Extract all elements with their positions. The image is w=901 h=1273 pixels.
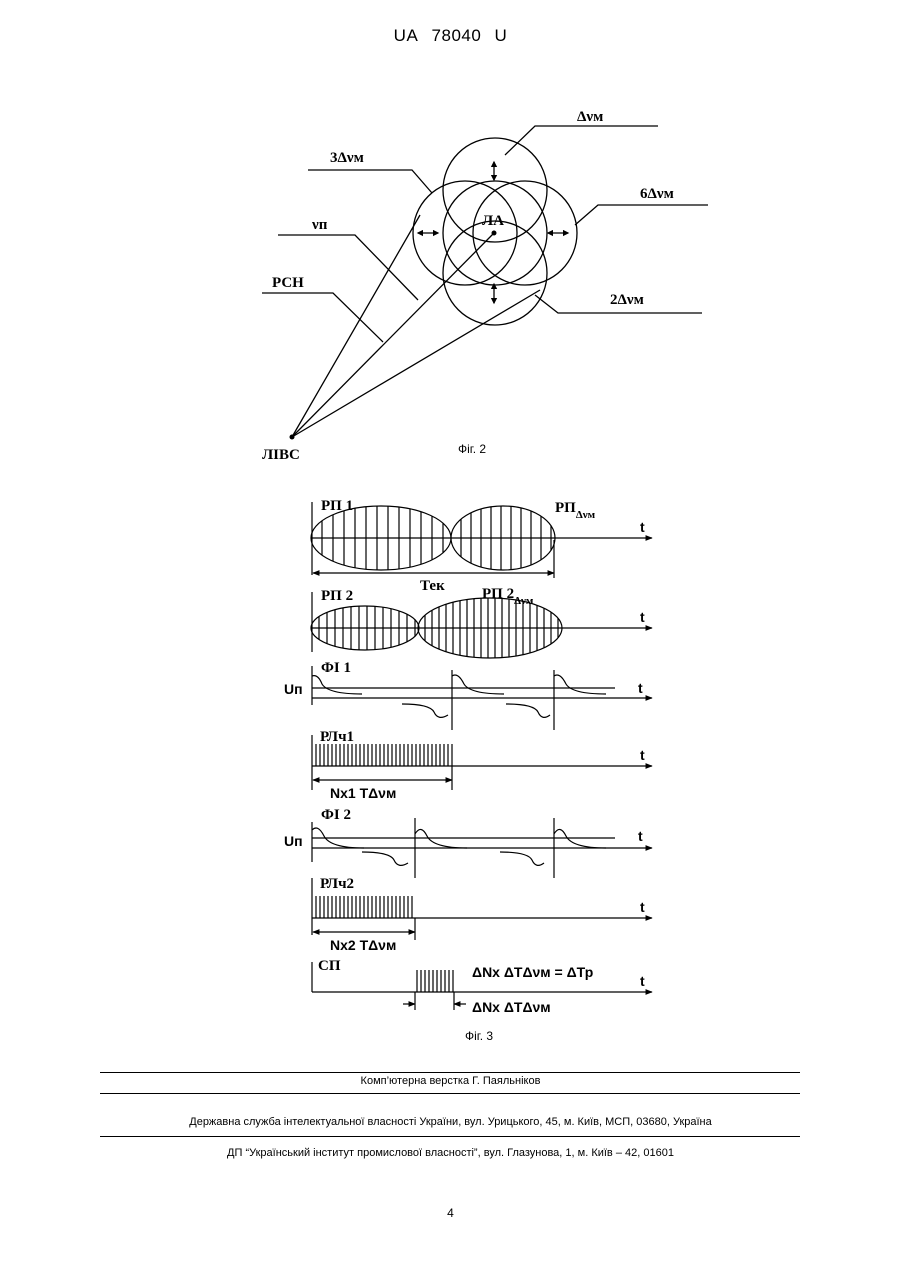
sp-pulses [417, 970, 453, 992]
rp2-label: РП 2 [321, 588, 353, 604]
footer-layout: Комп’ютерна верстка Г. Паяльніков [0, 1075, 901, 1087]
t-label-4: t [640, 747, 645, 763]
footer-institute: ДП “Український інститут промислової вла… [0, 1147, 901, 1159]
rp2-sub-label: РП 2Δνм [482, 586, 534, 607]
rp1-sub-label: РПΔνм [555, 500, 596, 521]
sp-label: СП [318, 958, 341, 974]
footer-rule-1 [100, 1072, 800, 1073]
t-label-1: t [640, 519, 645, 535]
t-label-2: t [640, 609, 645, 625]
rp1-label: РП 1 [321, 498, 353, 514]
fig3-caption: Фіг. 3 [465, 1029, 493, 1043]
t-label-5: t [638, 828, 643, 844]
t-label-7: t [640, 973, 645, 989]
fi2-label: ФІ 2 [321, 807, 351, 823]
page-number: 4 [0, 1206, 901, 1220]
rlch1-span-label: Nх1 ТΔνм [330, 785, 396, 801]
fi1-un-label: Uп [284, 681, 303, 697]
rlch2-span-label: Nх2 ТΔνм [330, 937, 396, 953]
footer-rule-2 [100, 1093, 800, 1094]
rlch1-label: РЛч1 [320, 729, 354, 745]
fi1-label: ФІ 1 [321, 660, 351, 676]
sp-span-label: ΔNх ΔТΔνм [472, 999, 551, 1015]
rp1-period-label: Тек [420, 578, 445, 594]
rlch2-pulses [316, 896, 412, 918]
sp-equation: ΔNх ΔТΔνм = ΔТр [472, 964, 593, 980]
rlch1-pulses [316, 744, 452, 766]
footer-rule-3 [100, 1136, 800, 1137]
t-label-3: t [638, 680, 643, 696]
footer-agency: Державна служба інтелектуальної власност… [0, 1116, 901, 1128]
t-label-6: t [640, 899, 645, 915]
rlch2-label: РЛч2 [320, 876, 354, 892]
fi2-un-label: Uп [284, 833, 303, 849]
